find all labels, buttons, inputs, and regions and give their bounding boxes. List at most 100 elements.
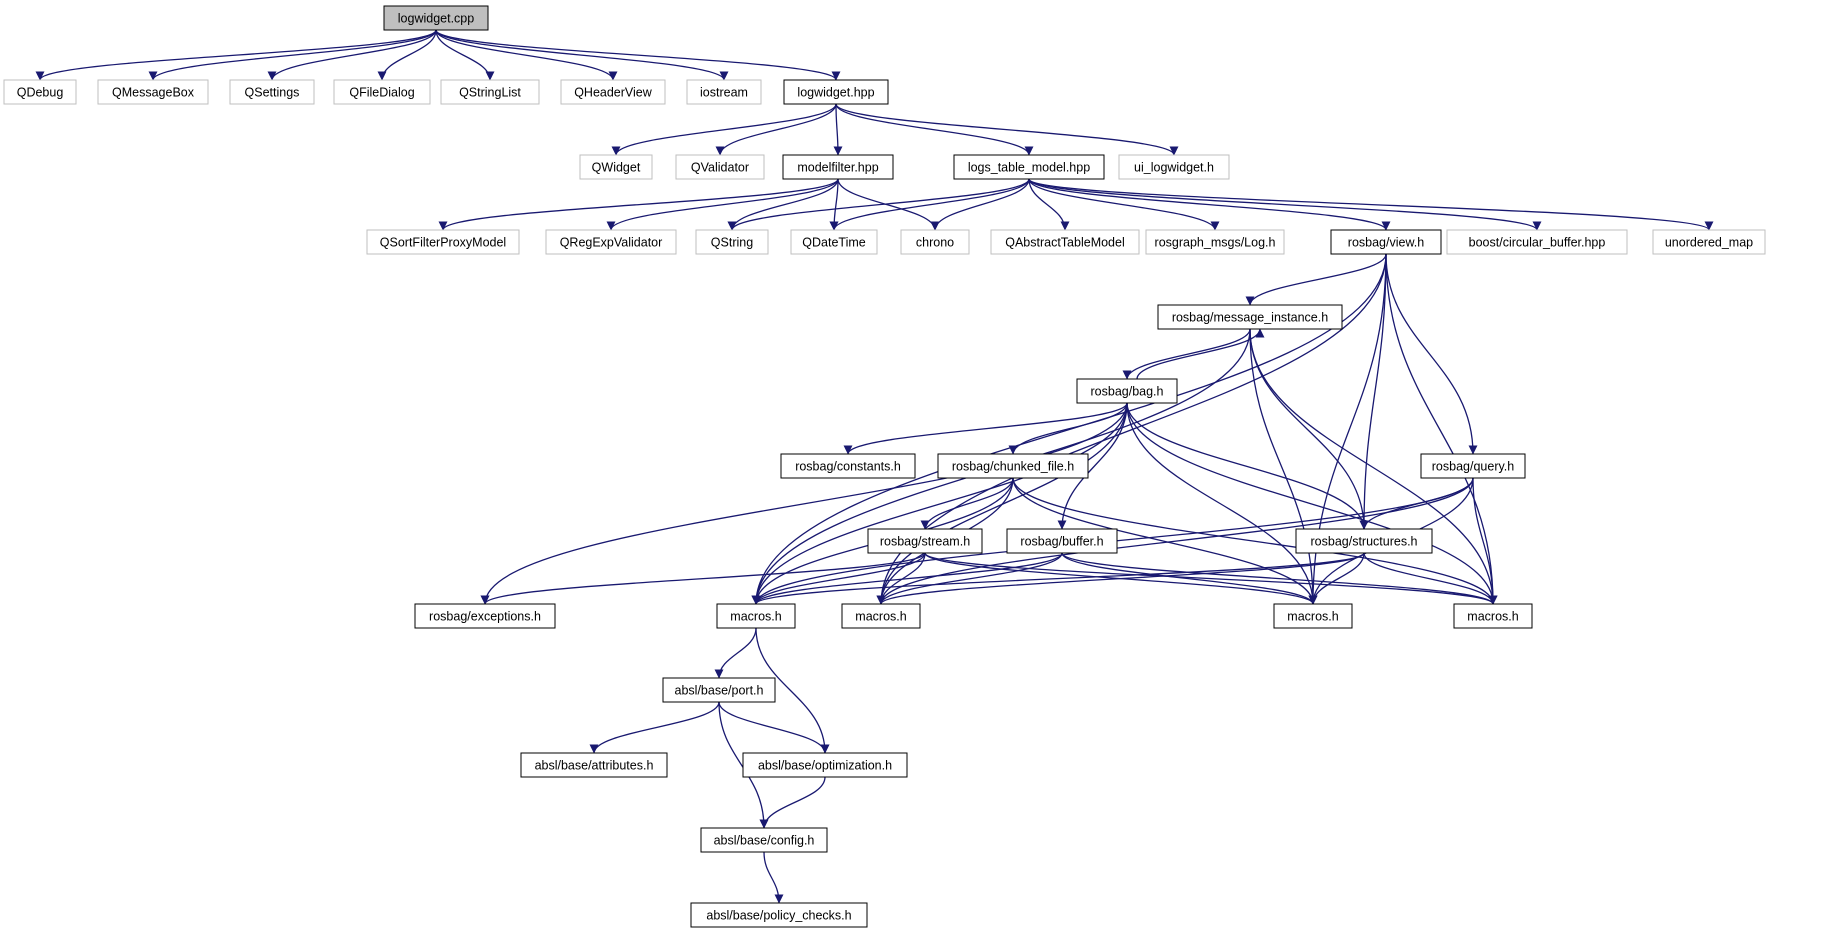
node-box — [229, 79, 315, 105]
node-logs-table-model-hpp[interactable]: logs_table_model.hpp — [953, 154, 1105, 180]
node-rosbag-view[interactable]: rosbag/view.h — [1330, 229, 1442, 255]
edge-rosbag_buffer-to-macros_a — [751, 552, 1063, 605]
edge-rosbag_msg_inst-to-rosbag_bag — [1122, 328, 1251, 380]
node-label: QDebug — [17, 85, 64, 99]
node-qregexpvalidator[interactable]: QRegExpValidator — [545, 229, 677, 255]
node-box — [1652, 229, 1766, 255]
node-ui-logwidget-h[interactable]: ui_logwidget.h — [1118, 154, 1230, 180]
edge-logs_table_model_hpp-to-qstring — [727, 178, 1030, 231]
node-rosbag-bag[interactable]: rosbag/bag.h — [1076, 378, 1178, 404]
node-label: absl/base/policy_checks.h — [706, 908, 851, 922]
node-box — [1446, 229, 1628, 255]
node-logwidget-cpp[interactable]: logwidget.cpp — [383, 5, 489, 31]
edge-rosbag_stream-to-rosbag_exceptions — [480, 552, 926, 605]
node-label: rosbag/query.h — [1432, 459, 1515, 473]
node-box — [3, 79, 77, 105]
node-box — [790, 229, 878, 255]
node-rosbag-chunked[interactable]: rosbag/chunked_file.h — [937, 453, 1089, 479]
node-label: ui_logwidget.h — [1134, 160, 1214, 174]
node-boost-cb[interactable]: boost/circular_buffer.hpp — [1446, 229, 1628, 255]
edge-rosbag_view-to-rosbag_msg_inst — [1245, 253, 1387, 306]
edge-rosbag_bag-to-macros_d — [1126, 402, 1498, 605]
node-box — [1157, 304, 1343, 330]
node-macros-d[interactable]: macros.h — [1453, 603, 1533, 629]
node-box — [366, 229, 520, 255]
node-qabstracttablemodel[interactable]: QAbstractTableModel — [990, 229, 1140, 255]
node-box — [1295, 528, 1433, 554]
node-label: QFileDialog — [349, 85, 414, 99]
edge-rosbag_bag-to-rosbag_msg_inst — [1136, 328, 1265, 380]
node-box — [1145, 229, 1285, 255]
node-label: logwidget.cpp — [398, 11, 474, 25]
node-macros-a[interactable]: macros.h — [716, 603, 796, 629]
node-unordered-map[interactable]: unordered_map — [1652, 229, 1766, 255]
node-logwidget-hpp[interactable]: logwidget.hpp — [783, 79, 889, 105]
node-chrono[interactable]: chrono — [900, 229, 970, 255]
node-absl-config[interactable]: absl/base/config.h — [700, 827, 828, 853]
node-macros-c[interactable]: macros.h — [1273, 603, 1353, 629]
edge-logwidget_hpp-to-qvalidator — [715, 103, 837, 156]
node-box — [545, 229, 677, 255]
node-label: macros.h — [1287, 609, 1338, 623]
node-rosbag-buffer[interactable]: rosbag/buffer.h — [1006, 528, 1118, 554]
node-qstring[interactable]: QString — [695, 229, 769, 255]
node-qwidget[interactable]: QWidget — [579, 154, 653, 180]
node-label: absl/base/port.h — [675, 683, 764, 697]
node-box — [1453, 603, 1533, 629]
node-rosbag-query[interactable]: rosbag/query.h — [1420, 453, 1526, 479]
node-rosgraph-log[interactable]: rosgraph_msgs/Log.h — [1145, 229, 1285, 255]
node-qdebug[interactable]: QDebug — [3, 79, 77, 105]
edge-rosbag_bag-to-rosbag_exceptions — [480, 402, 1128, 605]
node-label: QSettings — [245, 85, 300, 99]
node-label: absl/base/optimization.h — [758, 758, 892, 772]
edge-rosbag_structures-to-macros_a — [751, 552, 1365, 605]
node-absl-policy[interactable]: absl/base/policy_checks.h — [690, 902, 868, 928]
node-qsortfilterproxymodel[interactable]: QSortFilterProxyModel — [366, 229, 520, 255]
edge-logwidget_hpp-to-ui_logwidget_h — [835, 103, 1179, 156]
node-rosbag-stream[interactable]: rosbag/stream.h — [867, 528, 983, 554]
edge-logwidget_cpp-to-qmessagebox — [148, 29, 437, 81]
node-qdatetime[interactable]: QDateTime — [790, 229, 878, 255]
node-label: QSortFilterProxyModel — [380, 235, 506, 249]
node-label: QHeaderView — [574, 85, 653, 99]
node-rosbag-constants[interactable]: rosbag/constants.h — [780, 453, 916, 479]
edges-layer — [35, 29, 1714, 904]
node-box — [333, 79, 431, 105]
node-iostream[interactable]: iostream — [686, 79, 762, 105]
node-box — [560, 79, 666, 105]
edge-logs_table_model_hpp-to-rosgraph_log — [1028, 178, 1220, 231]
node-box — [700, 827, 828, 853]
node-box — [97, 79, 209, 105]
node-label: iostream — [700, 85, 748, 99]
node-qmessagebox[interactable]: QMessageBox — [97, 79, 209, 105]
node-qstringlist[interactable]: QStringList — [440, 79, 540, 105]
node-absl-optimization[interactable]: absl/base/optimization.h — [742, 752, 908, 778]
node-qfiledialog[interactable]: QFileDialog — [333, 79, 431, 105]
node-qsettings[interactable]: QSettings — [229, 79, 315, 105]
node-rosbag-exceptions[interactable]: rosbag/exceptions.h — [414, 603, 556, 629]
node-absl-attributes[interactable]: absl/base/attributes.h — [520, 752, 668, 778]
node-qvalidator[interactable]: QValidator — [675, 154, 765, 180]
node-box — [1330, 229, 1442, 255]
node-label: modelfilter.hpp — [797, 160, 878, 174]
node-box — [383, 5, 489, 31]
node-rosbag-msg-inst[interactable]: rosbag/message_instance.h — [1157, 304, 1343, 330]
edge-rosbag_buffer-to-macros_c — [1061, 552, 1318, 605]
edge-logwidget_cpp-to-qdebug — [35, 29, 437, 81]
node-modelfilter-hpp[interactable]: modelfilter.hpp — [782, 154, 894, 180]
node-qheaderview[interactable]: QHeaderView — [560, 79, 666, 105]
node-rosbag-structures[interactable]: rosbag/structures.h — [1295, 528, 1433, 554]
edge-logwidget_hpp-to-modelfilter_hpp — [833, 103, 843, 156]
edge-absl_config-to-absl_policy — [763, 851, 784, 904]
edge-rosbag_bag-to-rosbag_chunked — [1008, 402, 1128, 455]
node-label: QAbstractTableModel — [1005, 235, 1125, 249]
node-label: rosbag/exceptions.h — [429, 609, 541, 623]
edge-logwidget_cpp-to-logwidget_hpp — [435, 29, 841, 81]
node-label: rosbag/stream.h — [880, 534, 970, 548]
node-label: QWidget — [592, 160, 641, 174]
node-absl-port[interactable]: absl/base/port.h — [662, 677, 776, 703]
node-macros-b[interactable]: macros.h — [841, 603, 921, 629]
edge-rosbag_structures-to-macros_d — [1363, 552, 1498, 605]
edge-logs_table_model_hpp-to-boost_cb — [1028, 178, 1542, 231]
